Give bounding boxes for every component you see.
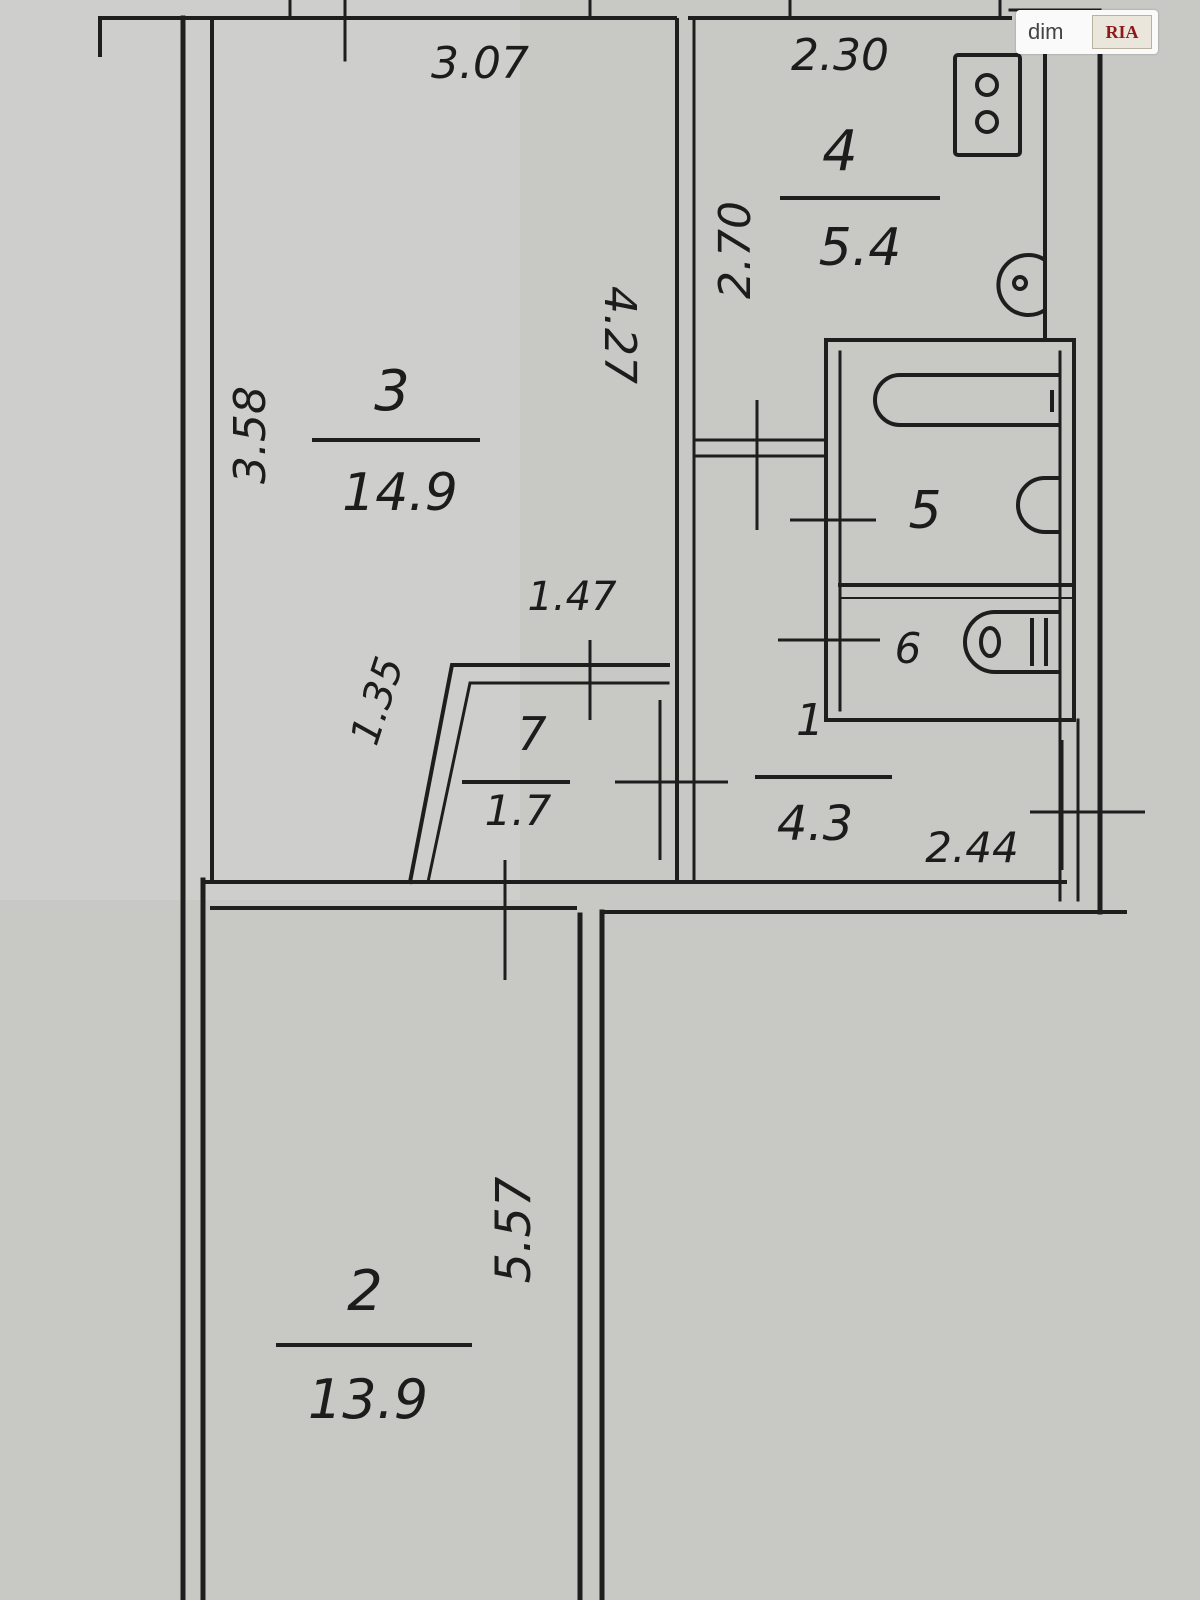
dim-room2-length: 5.57 [486, 1176, 542, 1283]
room-4-number: 4 [822, 119, 858, 184]
room-2-number: 2 [347, 1259, 383, 1324]
room-4-area: 5.4 [819, 218, 902, 278]
stove-icon [953, 53, 1022, 157]
room-2-area: 13.9 [308, 1368, 428, 1431]
room-1-number: 1 [796, 695, 824, 746]
room-1-area: 4.3 [777, 796, 853, 852]
dimension-ticks [503, 400, 1145, 980]
watermark-brand: dim [1028, 19, 1064, 44]
room-7-area: 1.7 [485, 786, 552, 835]
dimria-watermark[interactable]: dim RIA [1016, 10, 1158, 54]
room-3-area: 14.9 [342, 463, 458, 523]
room-5-number: 5 [908, 481, 941, 541]
dim-kitchen-depth: 2.70 [710, 201, 761, 299]
room-7-number: 7 [517, 707, 546, 761]
dim-room3-right-length: 4.27 [594, 286, 645, 384]
dim-room3-width: 3.07 [431, 38, 529, 89]
dim-closet-width: 1.47 [527, 574, 617, 620]
toilet-icon [963, 610, 1060, 674]
bathtub-icon [873, 373, 1060, 427]
walls [98, 0, 1127, 1600]
room-3-number: 3 [374, 359, 410, 424]
washbasin-icon [1016, 476, 1060, 534]
ria-logo-icon: RIA [1092, 15, 1152, 49]
dim-hall-width: 2.44 [925, 823, 1019, 872]
paper-glare [0, 0, 520, 900]
room-6-number: 6 [895, 624, 922, 673]
round-sink-icon [996, 253, 1047, 317]
dim-kitchen-width: 2.30 [791, 30, 889, 81]
dim-room3-left-length: 3.58 [225, 386, 276, 484]
